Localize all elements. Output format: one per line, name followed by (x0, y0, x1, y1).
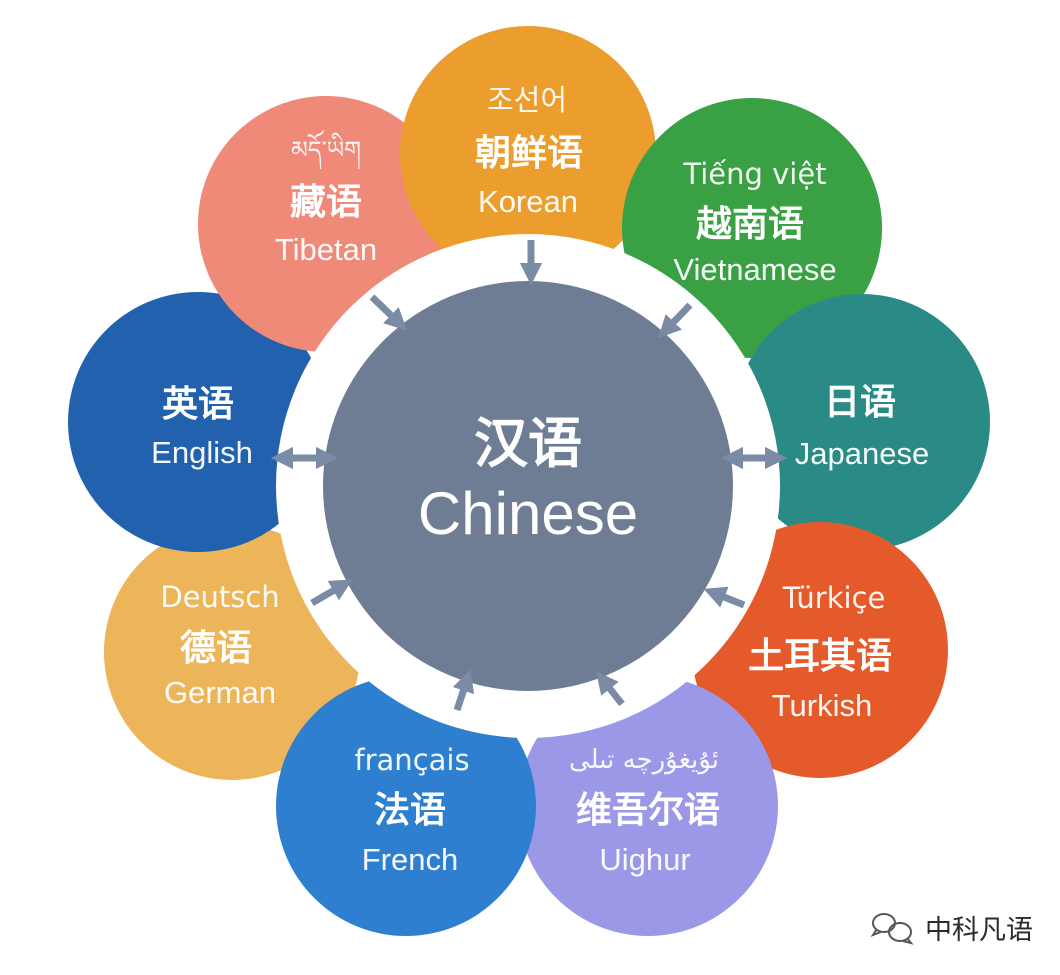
korean-native-label: 조선어 (487, 83, 567, 117)
french-chinese-label: 法语 (374, 790, 446, 831)
arrow-french (452, 669, 475, 712)
uighur-english-label: Uighur (599, 842, 690, 877)
petal-uighur (518, 676, 778, 936)
french-english-label: French (362, 842, 458, 877)
vietnamese-native-label: Tiếng việt (682, 157, 826, 191)
turkish-english-label: Turkish (772, 688, 872, 723)
german-chinese-label: 德语 (180, 628, 252, 669)
korean-chinese-label: 朝鲜语 (475, 133, 583, 174)
arrow-turkish (703, 586, 746, 609)
arrows (270, 240, 788, 712)
japanese-chinese-label: 日语 (824, 382, 896, 423)
turkish-native-label: Türkiçe (782, 581, 886, 615)
language-petals (68, 26, 990, 936)
arrow-vietnamese (658, 302, 693, 339)
french-native-label: français (354, 743, 469, 777)
petal-english (68, 292, 328, 552)
arrow-german (310, 579, 353, 607)
uighur-chinese-label: 维吾尔语 (576, 790, 720, 831)
arrow-tibetan (369, 294, 408, 331)
german-native-label: Deutsch (160, 580, 279, 614)
japanese-english-label: Japanese (795, 436, 929, 471)
english-chinese-label: 英语 (162, 384, 234, 425)
petal-german (104, 524, 360, 780)
vietnamese-chinese-label: 越南语 (696, 204, 804, 245)
watermark-label: 中科凡语 (925, 915, 1033, 946)
petal-french (276, 676, 536, 936)
tibetan-native-label: མདོ་ཡིག (291, 130, 361, 170)
english-english-label: English (151, 435, 253, 470)
vietnamese-english-label: Vietnamese (673, 252, 836, 287)
tibetan-chinese-label: 藏语 (290, 182, 362, 223)
chat-bubbles-icon (870, 913, 914, 945)
korean-english-label: Korean (478, 184, 578, 219)
center-circle-chinese (323, 281, 733, 691)
watermark: 中科凡语 (870, 913, 1033, 946)
center-english-label: Chinese (418, 480, 638, 547)
petal-japanese (734, 294, 990, 550)
uighur-native-label: ئۇيغۇرچە تىلى (569, 745, 719, 775)
tibetan-english-label: Tibetan (275, 232, 377, 267)
turkish-chinese-label: 土耳其语 (748, 636, 892, 677)
center-chinese-label: 汉语 (474, 412, 582, 475)
arrow-uighur (596, 671, 625, 707)
german-english-label: German (164, 675, 276, 710)
petal-korean (400, 26, 656, 282)
